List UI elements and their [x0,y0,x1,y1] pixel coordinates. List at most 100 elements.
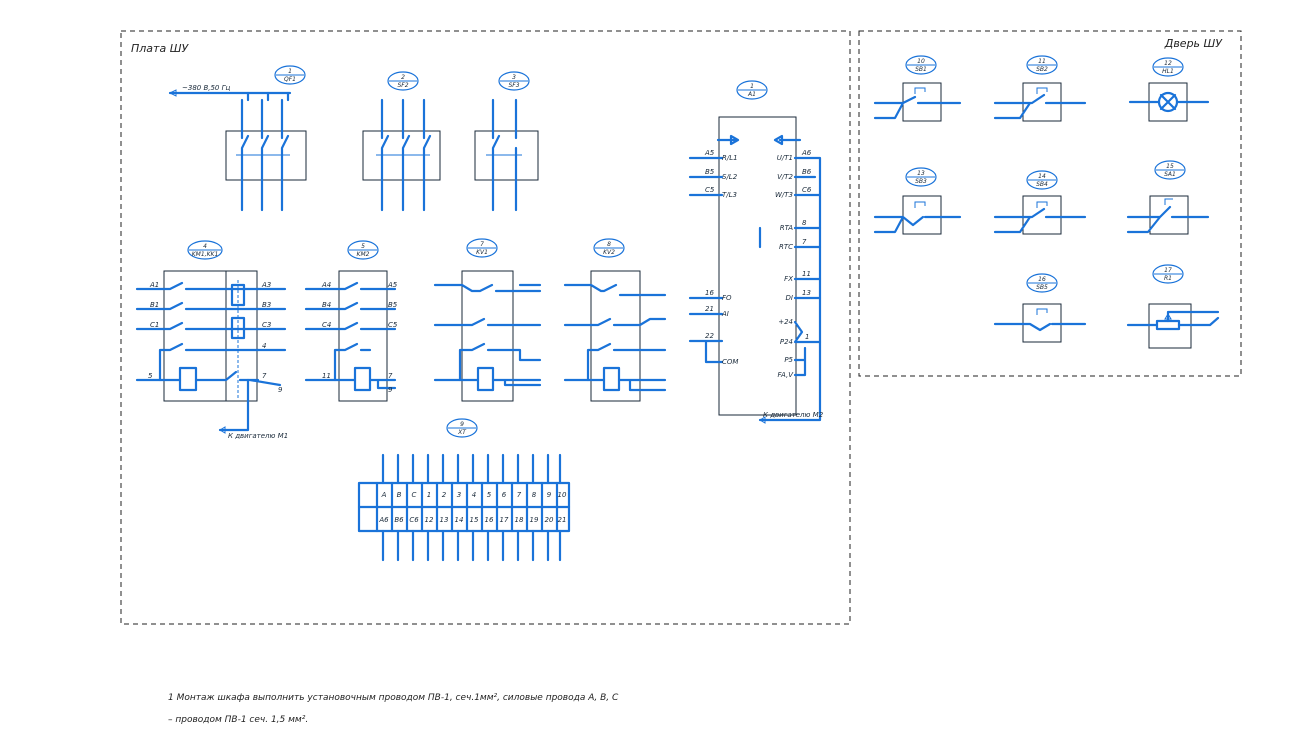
svg-text:FA,V: FA,V [777,371,794,379]
svg-text:4: 4 [262,342,266,350]
contactor-labels: A1 B1 C1 A3 B3 C3 4 5 7 9 A4 B4 C4 A5 B5… [148,281,398,394]
svg-text:SB5: SB5 [1036,284,1048,291]
motor1-label: К двигателю М1 [228,432,288,440]
svg-text:2: 2 [442,491,447,499]
r1-potentiometer [1126,303,1220,349]
svg-text:14: 14 [1038,173,1046,180]
tag-a1: 1A1 [736,80,768,100]
svg-text:A1: A1 [747,91,756,98]
svg-text:1: 1 [805,333,809,341]
svg-text:B5: B5 [388,301,398,309]
svg-text:12: 12 [425,516,434,524]
svg-text:SB2: SB2 [1036,66,1048,73]
svg-text:10: 10 [558,491,567,499]
door-frame-title: Дверь ШУ [1164,37,1224,50]
svg-text:C5: C5 [388,321,398,329]
svg-text:C1: C1 [150,321,159,329]
svg-text:2: 2 [401,74,405,81]
svg-text:SB4: SB4 [1036,181,1048,188]
svg-text:4: 4 [203,243,207,250]
sa1-switch [1126,195,1210,235]
svg-text:13: 13 [802,289,811,297]
svg-text:17: 17 [500,516,509,524]
svg-text:FO: FO [722,294,732,302]
svg-text:1: 1 [288,68,292,75]
svg-text:P24: P24 [780,338,793,346]
svg-text:15: 15 [470,516,479,524]
svg-text:13: 13 [917,170,925,177]
svg-text:KM1,KK1: KM1,KK1 [192,251,219,258]
svg-text:A4: A4 [321,281,331,289]
sb4-button [993,195,1087,235]
svg-text:B6: B6 [802,168,812,176]
svg-text:21: 21 [558,516,567,524]
tag-xt: 9XT [446,418,478,438]
svg-text:5: 5 [487,491,492,499]
svg-text:21: 21 [705,305,714,313]
svg-text:4: 4 [472,491,476,499]
svg-text:3: 3 [512,74,516,81]
svg-text:1: 1 [427,491,431,499]
svg-text:22: 22 [705,332,714,340]
svg-text:U/T1: U/T1 [777,154,793,162]
svg-text:A6: A6 [801,149,812,157]
svg-text:14: 14 [455,516,464,524]
svg-text:B5: B5 [705,168,715,176]
svg-text:W/T3: W/T3 [775,191,793,199]
svg-text:10: 10 [917,58,925,65]
svg-text:QF1: QF1 [284,76,296,83]
svg-text:8: 8 [532,491,537,499]
svg-text:C4: C4 [322,321,331,329]
svg-text:V/T2: V/T2 [777,173,793,181]
supply-label: ~380 В,50 Гц [182,84,231,92]
svg-text:A6: A6 [378,516,389,524]
svg-text:16: 16 [705,289,714,297]
svg-text:7: 7 [262,372,267,380]
note-line-2: – проводом ПВ-1 сеч. 1,5 мм². [168,715,308,725]
svg-text:9: 9 [460,421,464,428]
svg-text:13: 13 [440,516,449,524]
svg-text:SB3: SB3 [915,178,927,185]
svg-text:C6: C6 [409,516,419,524]
svg-text:A5: A5 [704,149,715,157]
board-frame [120,30,851,625]
svg-text:17: 17 [1164,267,1172,274]
svg-text:RTC: RTC [779,243,793,251]
svg-text:B: B [397,491,402,499]
svg-text:7: 7 [802,238,807,246]
sf2-breaker [362,98,441,212]
svg-text:5: 5 [361,243,365,250]
svg-text:9: 9 [278,386,283,394]
note-line-1: 1 Монтаж шкафа выполнить установочным пр… [168,693,619,703]
svg-text:3: 3 [457,491,461,499]
svg-text:AI: AI [721,310,729,318]
svg-text:15: 15 [1166,163,1174,170]
svg-text:1: 1 [750,83,754,90]
board-frame-title: Плата ШУ [131,42,189,55]
svg-text:16: 16 [1038,276,1046,283]
svg-text:8: 8 [607,241,611,248]
kv1-relay [433,270,542,402]
svg-text:P5: P5 [784,356,793,364]
svg-text:11: 11 [802,270,811,278]
svg-text:C: C [412,491,417,499]
svg-text:SA1: SA1 [1164,171,1176,178]
svg-text:KV1: KV1 [476,249,488,256]
motor2-label: К двигателю М2 [763,411,824,419]
svg-text:A: A [381,491,387,499]
svg-text:16: 16 [485,516,494,524]
svg-text:A5: A5 [387,281,398,289]
